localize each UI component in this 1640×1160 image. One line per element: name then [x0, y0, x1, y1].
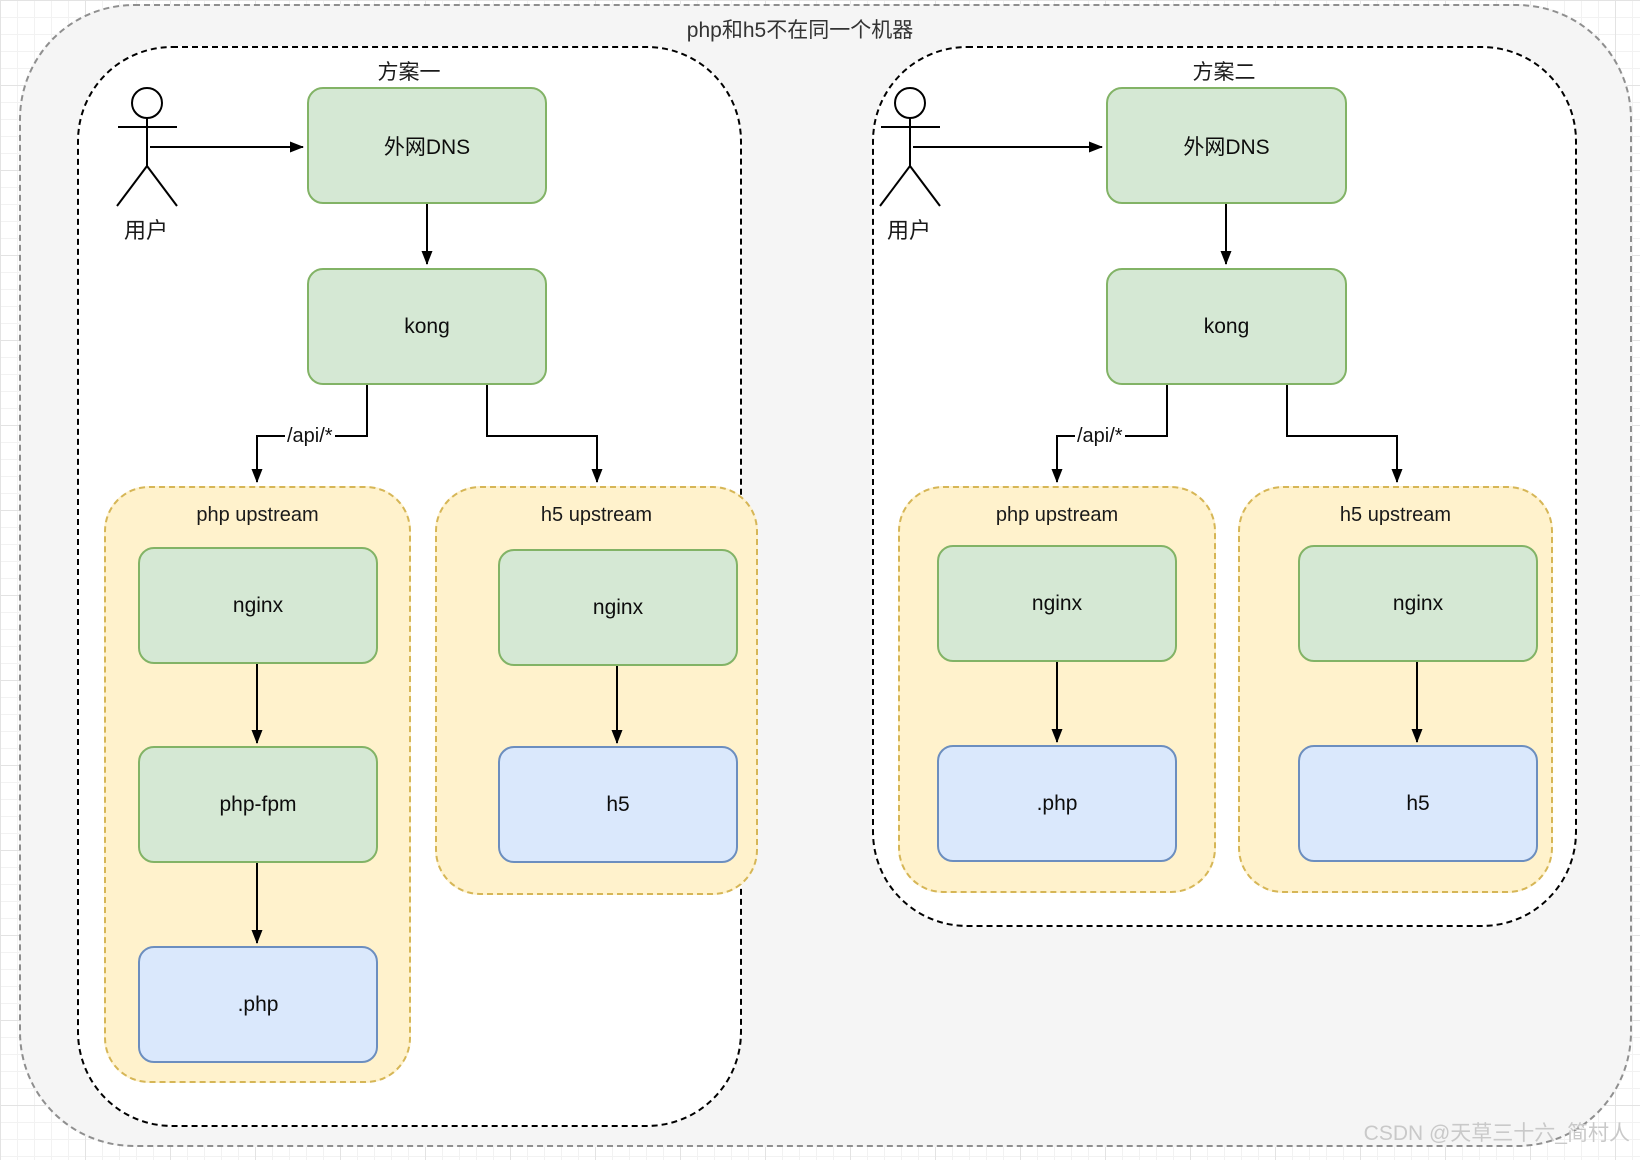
h5-node: h5	[498, 746, 738, 863]
php-fpm-node: php-fpm	[138, 746, 378, 863]
actor-label: 用户	[123, 218, 168, 243]
nginx-node: nginx	[498, 549, 738, 666]
scheme-1-title: 方案一	[377, 61, 441, 84]
h5-node: h5	[1298, 745, 1538, 862]
actor-label: 用户	[886, 218, 931, 243]
upstream-title: php upstream	[196, 503, 319, 526]
php-file-node: .php	[937, 745, 1177, 862]
nginx-node: nginx	[937, 545, 1177, 662]
nginx-node: nginx	[138, 547, 378, 664]
upstream-title: h5 upstream	[1339, 503, 1452, 526]
scheme-2-title: 方案二	[1192, 61, 1256, 84]
dns-node: 外网DNS	[1106, 87, 1347, 204]
watermark: CSDN @天草三十六_简村人	[1363, 1122, 1630, 1145]
nginx-node: nginx	[1298, 545, 1538, 662]
diagram-title: php和h5不在同一个机器	[686, 19, 914, 42]
api-route-label: /api/*	[1075, 424, 1125, 448]
upstream-title: php upstream	[995, 503, 1119, 526]
api-route-label: /api/*	[285, 424, 335, 448]
upstream-title: h5 upstream	[540, 503, 653, 526]
gateway-node: kong	[307, 268, 547, 385]
php-file-node: .php	[138, 946, 378, 1063]
dns-node: 外网DNS	[307, 87, 547, 204]
gateway-node: kong	[1106, 268, 1347, 385]
